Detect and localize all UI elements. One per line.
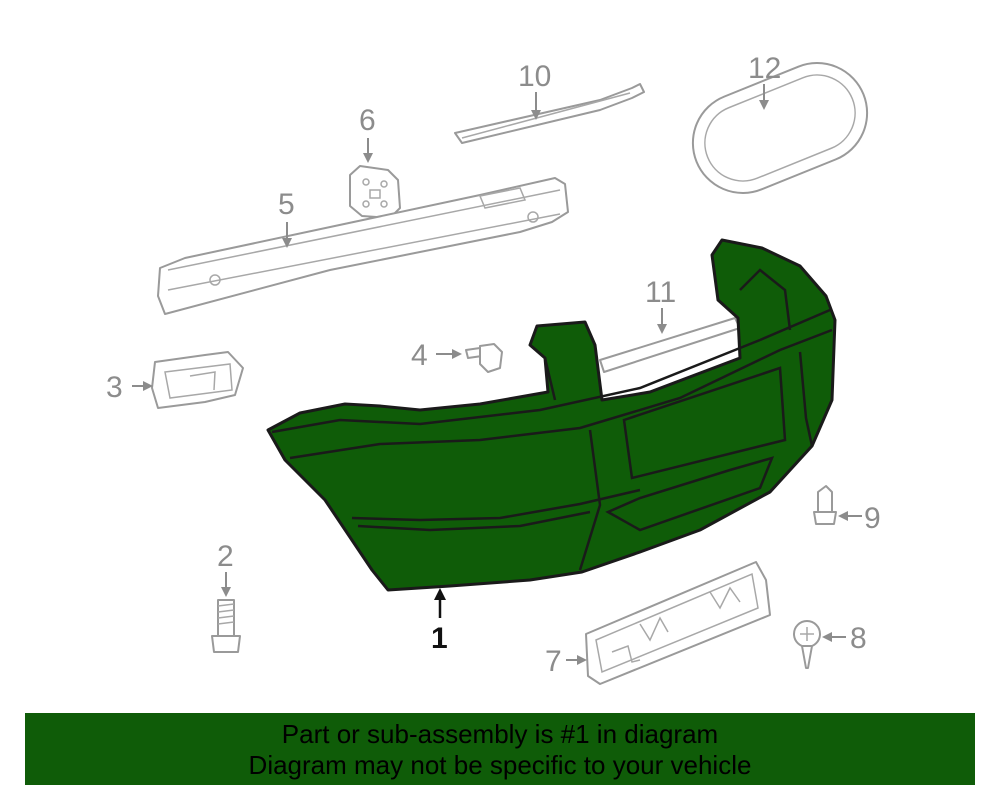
part-7-license-plate-bracket[interactable] bbox=[585, 561, 771, 685]
callout-3: 3 bbox=[106, 371, 123, 404]
arrowhead-5 bbox=[282, 238, 292, 248]
arrowhead-6 bbox=[363, 153, 373, 163]
part-6-bracket-plate[interactable] bbox=[349, 165, 401, 219]
part-12-lamp-lens[interactable] bbox=[678, 48, 882, 208]
callout-9: 9 bbox=[864, 502, 881, 535]
callout-8: 8 bbox=[850, 622, 867, 655]
arrowhead-8 bbox=[822, 632, 832, 642]
part-5-reinforcement-beam[interactable] bbox=[157, 177, 569, 315]
part-8-screw[interactable] bbox=[793, 620, 821, 669]
arrowhead-9 bbox=[838, 511, 848, 521]
callout-7: 7 bbox=[545, 645, 562, 678]
callout-4: 4 bbox=[411, 339, 428, 372]
callout-1: 1 bbox=[431, 622, 448, 655]
callout-5: 5 bbox=[278, 188, 295, 221]
callout-6: 6 bbox=[359, 104, 376, 137]
arrowhead-10 bbox=[531, 110, 541, 120]
arrowhead-1 bbox=[434, 588, 446, 600]
part-10-molding-strip[interactable] bbox=[454, 83, 645, 144]
arrowhead-11 bbox=[657, 324, 667, 334]
part-9-push-clip[interactable] bbox=[813, 485, 837, 525]
callout-11: 11 bbox=[645, 276, 676, 309]
part-11-trim-strip[interactable] bbox=[599, 317, 741, 373]
arrowhead-2 bbox=[221, 587, 231, 597]
arrowhead-3 bbox=[143, 381, 153, 391]
arrowhead-7 bbox=[577, 655, 587, 665]
part-3-side-bracket[interactable] bbox=[151, 351, 244, 409]
arrowhead-4 bbox=[452, 349, 462, 359]
callout-12: 12 bbox=[748, 52, 781, 85]
part-2-screw[interactable] bbox=[211, 599, 241, 653]
arrowhead-12 bbox=[759, 100, 769, 110]
banner-line-2: Diagram may not be specific to your vehi… bbox=[248, 750, 752, 780]
footer-banner: Part or sub-assembly is #1 in diagram Di… bbox=[25, 713, 975, 785]
callout-10: 10 bbox=[518, 60, 551, 93]
part-4-bolt[interactable] bbox=[465, 343, 503, 373]
part-1-bumper-cover[interactable] bbox=[266, 238, 837, 592]
banner-line-1: Part or sub-assembly is #1 in diagram bbox=[281, 719, 719, 749]
callout-2: 2 bbox=[217, 540, 234, 573]
